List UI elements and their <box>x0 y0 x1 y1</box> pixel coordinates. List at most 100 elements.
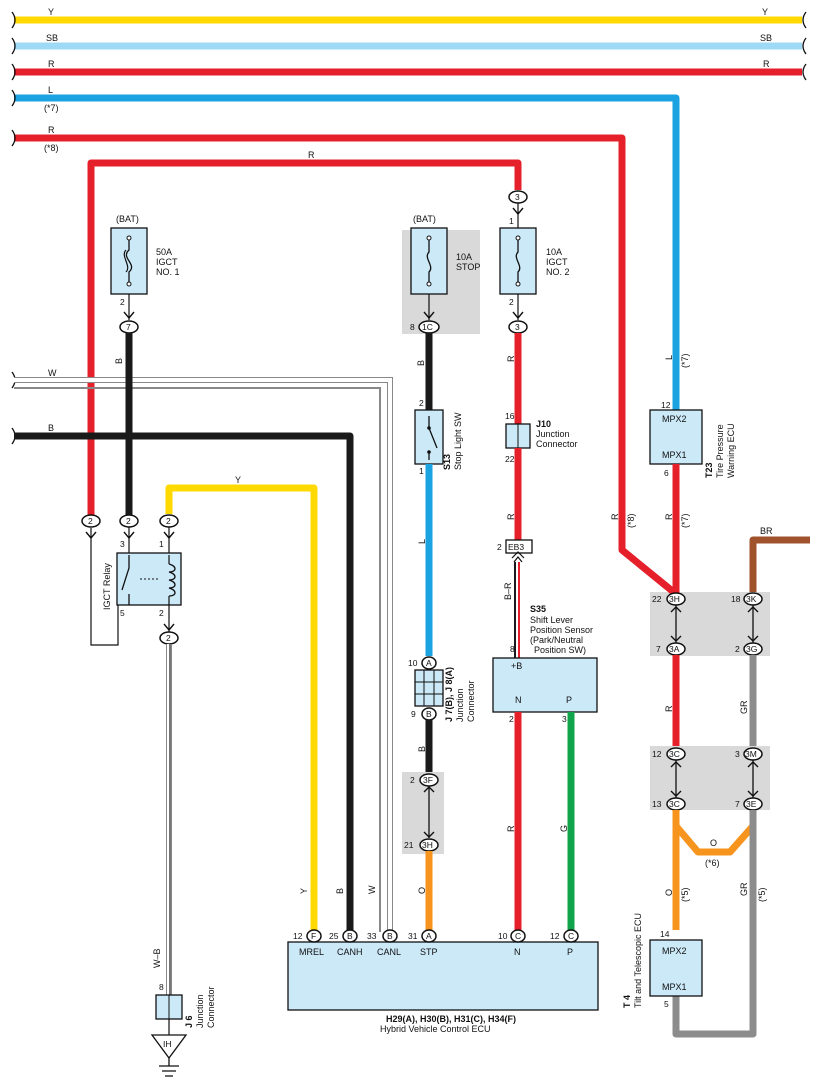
fuse3-conn-top-label: 3 <box>515 192 520 202</box>
fuse3-term-top <box>515 235 521 241</box>
fuse1-pin: 2 <box>120 297 125 307</box>
tpw-mpx1: MPX1 <box>662 450 687 460</box>
sensor-p: P <box>566 695 572 705</box>
j-3m-pin: 3 <box>735 749 740 759</box>
eb3-label: EB3 <box>508 542 524 552</box>
fuse3-arrow-bot <box>512 311 524 320</box>
jc-name1: Junction <box>455 688 465 722</box>
conn-3f-pin: 2 <box>410 775 415 785</box>
fuse3-name2: NO. 2 <box>546 267 570 277</box>
fuse3-term-bot <box>515 281 521 287</box>
hv-p33: 33 <box>367 931 377 941</box>
j-3a-pin: 7 <box>656 644 661 654</box>
sensor-line4: Position SW) <box>534 645 586 655</box>
o-left-code: O <box>664 889 674 896</box>
bus-r2-note: (*8) <box>44 143 59 153</box>
ecu-y-code: Y <box>299 888 309 894</box>
hv-p: P <box>567 947 573 957</box>
fuse1-arrow <box>123 311 135 320</box>
w-bus-code: W <box>48 368 57 378</box>
j-3c-pin: 12 <box>652 749 662 759</box>
w-bus-outline <box>14 377 393 932</box>
relay-conn-a <box>81 514 101 528</box>
tpw-r-note: (*7) <box>680 513 690 528</box>
j-3k-label: 3K <box>746 594 757 604</box>
jc-b-code: B <box>417 746 427 752</box>
relay-switch-icon <box>121 555 130 605</box>
sensor-r-code: R <box>506 825 516 832</box>
stop-sw-pin2: 2 <box>419 398 424 408</box>
fuse3-conn-bot-label: 3 <box>515 322 520 332</box>
sensor-n: N <box>515 695 522 705</box>
hv-stp: STP <box>420 947 438 957</box>
relay-y-wire <box>165 484 318 932</box>
fuse2-arrow <box>423 311 435 320</box>
jc-code: J 7(B), J 8(A) <box>444 667 454 722</box>
j-3e-label: 3E <box>746 799 757 809</box>
eb3-br-code: B–R <box>503 582 513 600</box>
stop-sw-code: S13 <box>442 454 452 470</box>
jgrp1-arrows <box>670 606 759 642</box>
relay-pin5: 5 <box>120 608 125 618</box>
j-3h-label: 3H <box>669 594 680 604</box>
hv-p31: 31 <box>408 931 418 941</box>
j10-name2: Connector <box>536 439 578 449</box>
j6-name2: Connector <box>206 986 216 1028</box>
o-mid-wire <box>673 823 756 856</box>
switch-contact-a <box>427 426 431 430</box>
conn-3h-pin: 21 <box>404 840 414 850</box>
j6-pin8: 8 <box>159 982 164 992</box>
j10-code: J10 <box>536 419 551 429</box>
igct2-feed-wire <box>87 159 522 520</box>
j6-name1: Junction <box>195 994 205 1028</box>
stop-l-code: L <box>417 539 427 544</box>
bus-r8-wire <box>14 134 679 597</box>
hv-conn-f <box>306 929 322 943</box>
eb3-pin: 2 <box>497 542 502 552</box>
br-code: BR <box>760 526 773 536</box>
fuse2-bat: (BAT) <box>413 214 436 224</box>
hv-conn-b2 <box>382 929 398 943</box>
j-3c-label: 3C <box>669 749 680 759</box>
shift-sensor-box <box>492 657 598 713</box>
tpw-name2: Warning ECU <box>726 423 736 478</box>
hv-n: N <box>514 947 521 957</box>
tilt-mpx1: MPX1 <box>662 982 687 992</box>
hv-p25: 25 <box>329 931 339 941</box>
hv-cC2: C <box>568 931 574 941</box>
eb3-arrow <box>511 551 525 563</box>
gr-right-code: GR <box>739 882 749 896</box>
hv-cF: F <box>311 931 316 941</box>
relay-arrow-d <box>163 623 175 632</box>
ecu-w-code: W <box>367 885 377 894</box>
j-3e-pin: 7 <box>735 799 740 809</box>
bus-r2-code-left: R <box>48 125 55 135</box>
bus-y-code-left: Y <box>48 7 54 17</box>
bus-sb-code-left: SB <box>46 33 58 43</box>
bat-b-code: B <box>114 358 124 364</box>
w-bus-wire <box>14 378 392 932</box>
fuse2-term-top <box>426 235 432 241</box>
t-r-code: R <box>664 705 674 712</box>
jc-pin9: 9 <box>411 709 416 719</box>
gr-loop-wire <box>672 810 757 1038</box>
sensor-g-code: G <box>559 825 569 832</box>
tpw-code: T23 <box>704 462 714 478</box>
tpw-ecu-box <box>649 409 703 465</box>
stop-b-code: B <box>416 360 426 366</box>
tilt-ecu-box <box>649 939 703 997</box>
hv-name: Hybrid Vehicle Control ECU <box>380 1024 491 1034</box>
relay-conn-b-label: 2 <box>126 516 131 526</box>
y-relay-code: Y <box>235 475 241 485</box>
fuse1-conn-label: 7 <box>126 322 131 332</box>
hv-p10: 10 <box>498 931 508 941</box>
j6-code: J 6 <box>184 1015 194 1028</box>
sensor-pin3: 3 <box>562 714 567 724</box>
bus-y-code-right: Y <box>762 7 768 17</box>
tilt-name: Tilt and Telescopic ECU <box>633 913 643 1008</box>
j-3g-label: 3G <box>746 644 757 654</box>
hv-canh: CANH <box>337 947 363 957</box>
relay-feed-line <box>90 528 119 646</box>
hv-conn-c <box>510 929 526 943</box>
